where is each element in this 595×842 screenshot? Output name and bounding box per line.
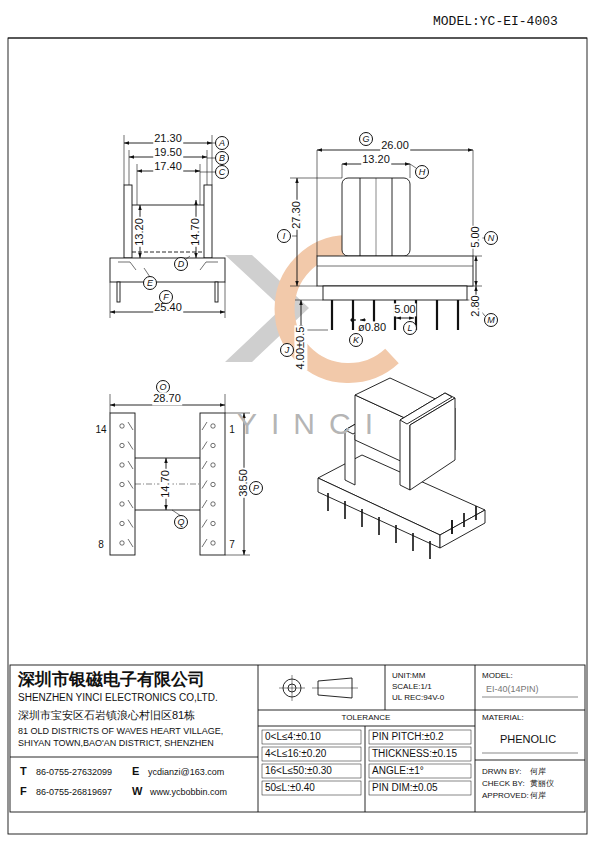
title-block-text: 81 OLD DISTRICTS OF WAVES HEART VILLAGE, xyxy=(18,726,223,737)
callout-letter: C xyxy=(215,165,229,179)
title-block-text: 深圳市宝安区石岩镇浪心村旧区81栋 xyxy=(18,709,195,722)
title-block-text: 0<L≤4:±0.10 xyxy=(265,731,321,743)
dimension-label: 14.70 xyxy=(159,469,172,499)
callout-letter: D xyxy=(174,257,188,271)
callout-letter: E xyxy=(143,276,157,290)
dimension-label: ø0.80 xyxy=(357,321,387,334)
dimension-label: 4.00±0.5 xyxy=(294,326,307,371)
title-block-text: SHIYAN TOWN,BAO'AN DISTRICT, SHENZHEN xyxy=(18,738,214,749)
title-block-text: T xyxy=(20,765,27,778)
callout-letter: Q xyxy=(174,515,188,529)
title-block-text: THICKNESS:±0.15 xyxy=(372,748,457,760)
title-block-text: PIN PITCH:±0.2 xyxy=(372,731,444,743)
title-block-text: CHECK BY: xyxy=(482,779,525,789)
dimension-label: 13.20 xyxy=(361,153,391,166)
dimension-label: 26.00 xyxy=(380,139,410,152)
title-block-text: 何岸 xyxy=(530,767,546,777)
title-block-text: 86-0755-27632099 xyxy=(36,767,112,778)
title-block-text: 16<L≤50:±0.30 xyxy=(265,765,332,777)
callout-letter: K xyxy=(349,333,363,347)
callout-letter: L xyxy=(403,321,417,335)
dimension-label: TOLERANCE xyxy=(341,713,392,723)
title-block-text: E xyxy=(132,765,139,778)
dimension-label: 2.80 xyxy=(469,294,482,317)
dimension-label: 8 xyxy=(97,539,105,551)
dimension-label: 5.00 xyxy=(393,303,416,316)
model-header: MODEL:YC-EI-4003 xyxy=(433,14,558,30)
title-block-text: ANGLE:±1° xyxy=(372,765,424,777)
title-block-text: 黄丽仪 xyxy=(530,779,554,789)
callout-letter: N xyxy=(484,231,498,245)
callout-letter: F xyxy=(159,290,173,304)
title-block-text: DRWN BY: xyxy=(482,767,521,777)
dimension-label: 28.70 xyxy=(152,392,182,405)
watermark-text: YINCI xyxy=(237,406,387,442)
title-block-text: MODEL: xyxy=(482,671,513,681)
title-block-text: UL REC:94V-0 xyxy=(392,693,444,703)
callout-letter: I xyxy=(277,229,291,243)
title-block-text: PIN DIM:±0.05 xyxy=(372,782,438,794)
callout-letter: G xyxy=(359,132,373,146)
callout-letter: B xyxy=(215,151,229,165)
title-block-text: UNIT:MM xyxy=(392,671,425,681)
dimension-label: 1 xyxy=(228,424,236,436)
title-block-text: www.ycbobbin.com xyxy=(150,787,227,798)
title-block-text: SCALE:1/1 xyxy=(392,682,432,692)
title-block-text: SHENZHEN YINCI ELECTRONICS CO,LTD. xyxy=(18,692,218,704)
title-block-text: APPROVED: xyxy=(482,791,529,801)
callout-letter: M xyxy=(484,313,498,327)
title-block-text: MATERIAL: xyxy=(482,713,524,723)
callout-letter: A xyxy=(215,136,229,150)
dimension-label: 14.70 xyxy=(189,217,202,247)
callout-letter: H xyxy=(415,165,429,179)
title-block-text: 深圳市银磁电子有限公司 xyxy=(18,670,205,690)
title-block-text: 86-0755-26819697 xyxy=(36,787,112,798)
dimension-label: 7 xyxy=(228,539,236,551)
title-block-text: ycdianzi@163.com xyxy=(148,767,224,778)
title-block-text: 4<L≤16:±0.20 xyxy=(265,748,326,760)
dimension-label: 17.40 xyxy=(153,160,183,173)
title-block-text: W xyxy=(132,785,142,798)
title-block-text: 何岸 xyxy=(530,791,546,801)
callout-letter: J xyxy=(280,343,294,357)
dimension-label: PHENOLIC xyxy=(499,733,557,746)
dimension-label: 13.20 xyxy=(133,217,146,247)
dimension-label: 38.50 xyxy=(237,468,250,498)
dimension-label: 5.00 xyxy=(469,225,482,248)
callout-letter: P xyxy=(249,481,263,495)
title-block-text: EI-40(14PIN) xyxy=(486,684,539,695)
title-block-text: F xyxy=(20,785,27,798)
dimension-label: 14 xyxy=(94,424,107,436)
dimension-label: 21.30 xyxy=(153,132,183,145)
dimension-label: 27.30 xyxy=(290,200,303,230)
dimension-label: 19.50 xyxy=(153,146,183,159)
title-block-text: 50≤L:±0.40 xyxy=(265,782,315,794)
